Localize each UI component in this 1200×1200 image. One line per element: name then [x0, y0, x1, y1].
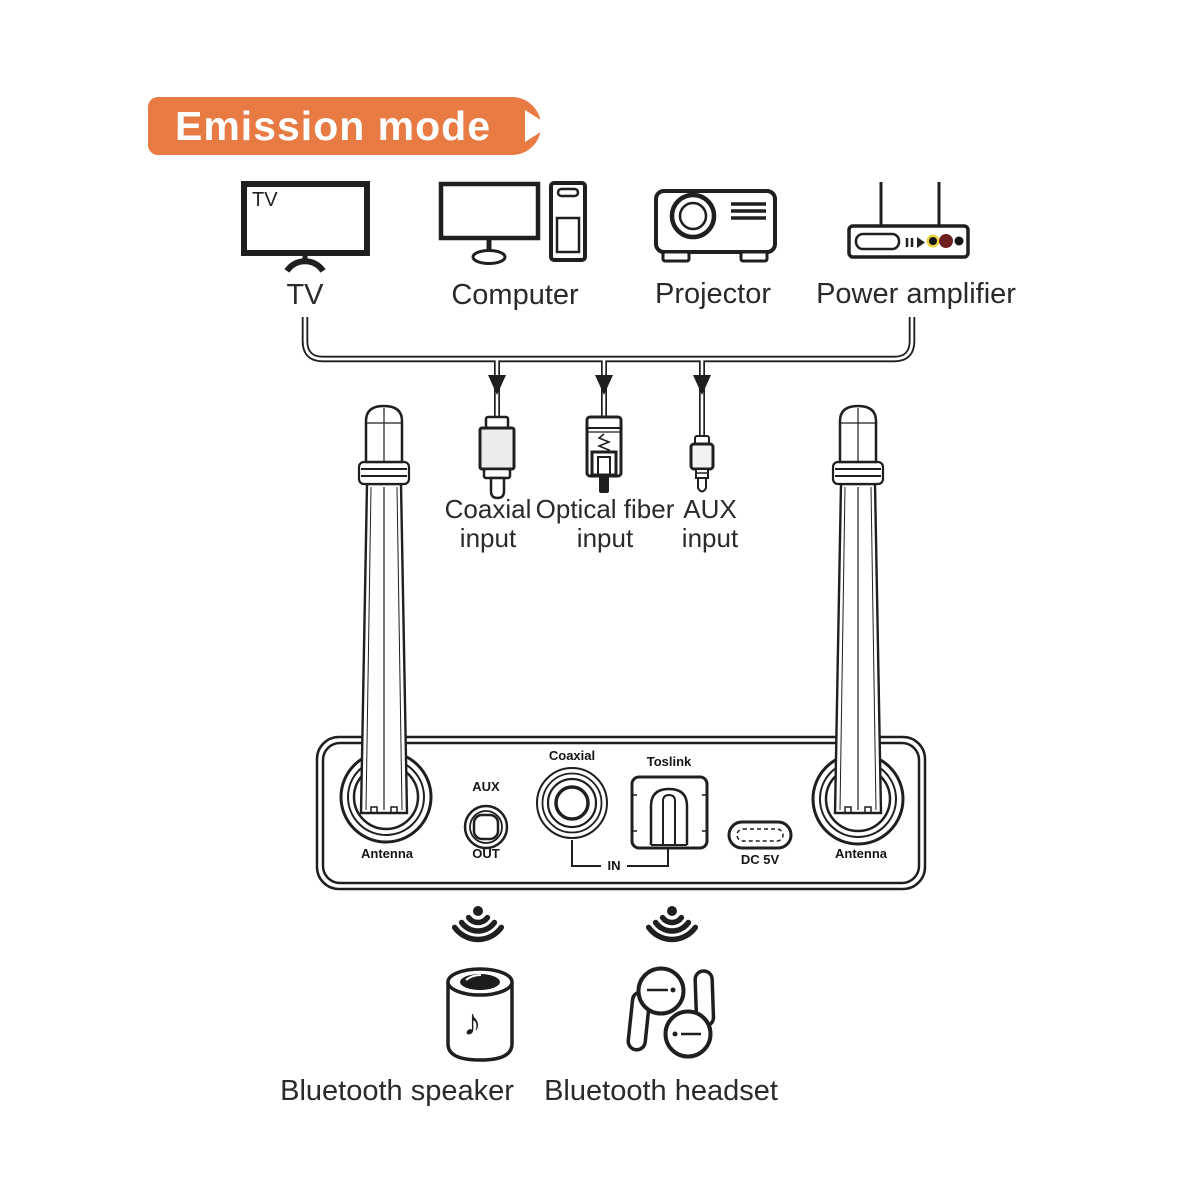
- label-power-amplifier: Power amplifier: [816, 278, 1016, 310]
- signal-down-icon: [649, 906, 696, 939]
- coaxial-port: [536, 767, 608, 839]
- bluetooth-speaker-icon: [446, 967, 514, 1062]
- coaxial-plug-icon: [478, 415, 516, 500]
- power-amplifier-icon: [847, 182, 970, 259]
- computer-icon: [438, 181, 587, 265]
- arrow-down-icon: [595, 375, 613, 395]
- arrow-down-icon: [488, 375, 506, 395]
- antenna-right: [831, 404, 885, 815]
- tv-screen-text: TV: [252, 189, 278, 211]
- tv-icon: [241, 181, 370, 273]
- toslink-port: [630, 775, 709, 850]
- antenna-left: [357, 404, 411, 815]
- label-aux: AUX: [472, 779, 500, 794]
- connection-bracket: [301, 317, 916, 438]
- signal-down-icon: [451, 906, 505, 943]
- label-optical-input: Optical fiber input: [535, 494, 675, 553]
- device-panel: [315, 735, 927, 891]
- in-bracket: [571, 840, 669, 867]
- label-projector: Projector: [654, 278, 772, 310]
- banner-title: Emission mode: [175, 102, 492, 149]
- label-bluetooth-headset: Bluetooth headset: [544, 1075, 778, 1107]
- music-note-icon: ♪: [463, 1002, 482, 1043]
- label-in: IN: [607, 858, 621, 873]
- label-antenna-left: Antenna: [361, 846, 413, 861]
- label-dc-5v: DC 5V: [740, 852, 780, 867]
- indicator-red: [939, 234, 953, 248]
- usb-c-port: [727, 820, 793, 850]
- optical-plug-icon: [585, 415, 623, 493]
- aux-out-port: [463, 804, 509, 850]
- bluetooth-headset-icon: [626, 966, 716, 1059]
- arrow-down-icon: [693, 375, 711, 395]
- indicator-black: [954, 236, 964, 246]
- emission-mode-banner: Emission mode: [148, 97, 551, 155]
- label-coaxial-port: Coaxial: [548, 748, 596, 763]
- projector-icon: [654, 189, 777, 263]
- label-out: OUT: [472, 846, 500, 861]
- play-indicator-icon: [917, 237, 925, 248]
- label-computer: Computer: [451, 279, 579, 311]
- label-tv: TV: [286, 279, 324, 311]
- label-toslink-port: Toslink: [646, 754, 692, 769]
- play-triangle-icon: [525, 110, 551, 142]
- label-bluetooth-speaker: Bluetooth speaker: [280, 1075, 514, 1107]
- label-coaxial-input: Coaxial input: [444, 494, 532, 553]
- aux-plug-icon: [689, 435, 715, 493]
- label-aux-input: AUX input: [681, 494, 739, 553]
- label-antenna-right: Antenna: [835, 846, 887, 861]
